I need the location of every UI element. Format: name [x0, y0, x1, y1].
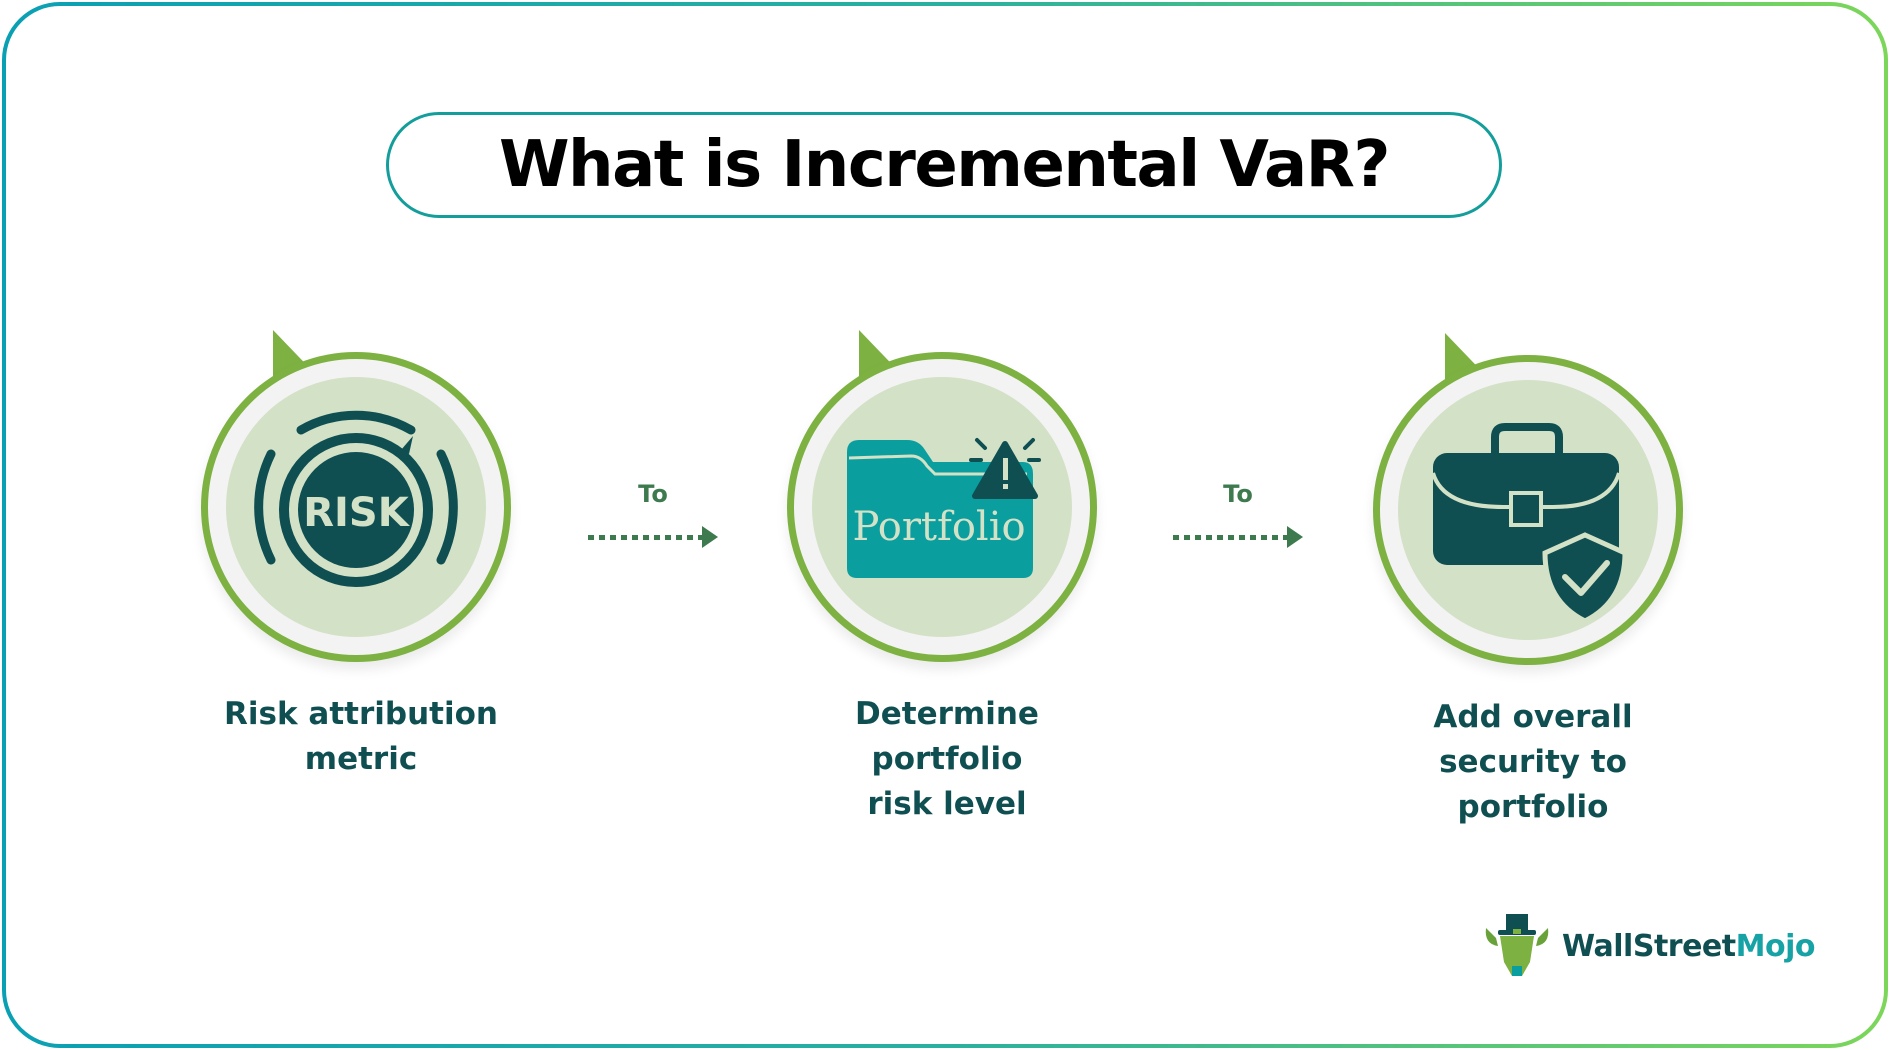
svg-text:RISK: RISK: [303, 490, 410, 536]
dotted-arrow-icon: [1173, 526, 1303, 548]
connector-1: To: [588, 480, 718, 548]
connector-2: To: [1173, 480, 1303, 548]
dotted-arrow-icon: [588, 526, 718, 548]
portfolio-folder-warning-icon: Portfolio: [847, 438, 1041, 578]
bull-mascot-icon: [1485, 914, 1549, 976]
risk-dial-icon: RISK: [254, 410, 458, 587]
svg-text:Portfolio: Portfolio: [852, 504, 1025, 550]
page-title: What is Incremental VaR?: [498, 128, 1391, 202]
briefcase-shield-icon: [1431, 423, 1628, 624]
wallstreetmojo-logo: WallStreetMojo: [1482, 910, 1815, 982]
title-box: What is Incremental VaR?: [386, 112, 1502, 218]
